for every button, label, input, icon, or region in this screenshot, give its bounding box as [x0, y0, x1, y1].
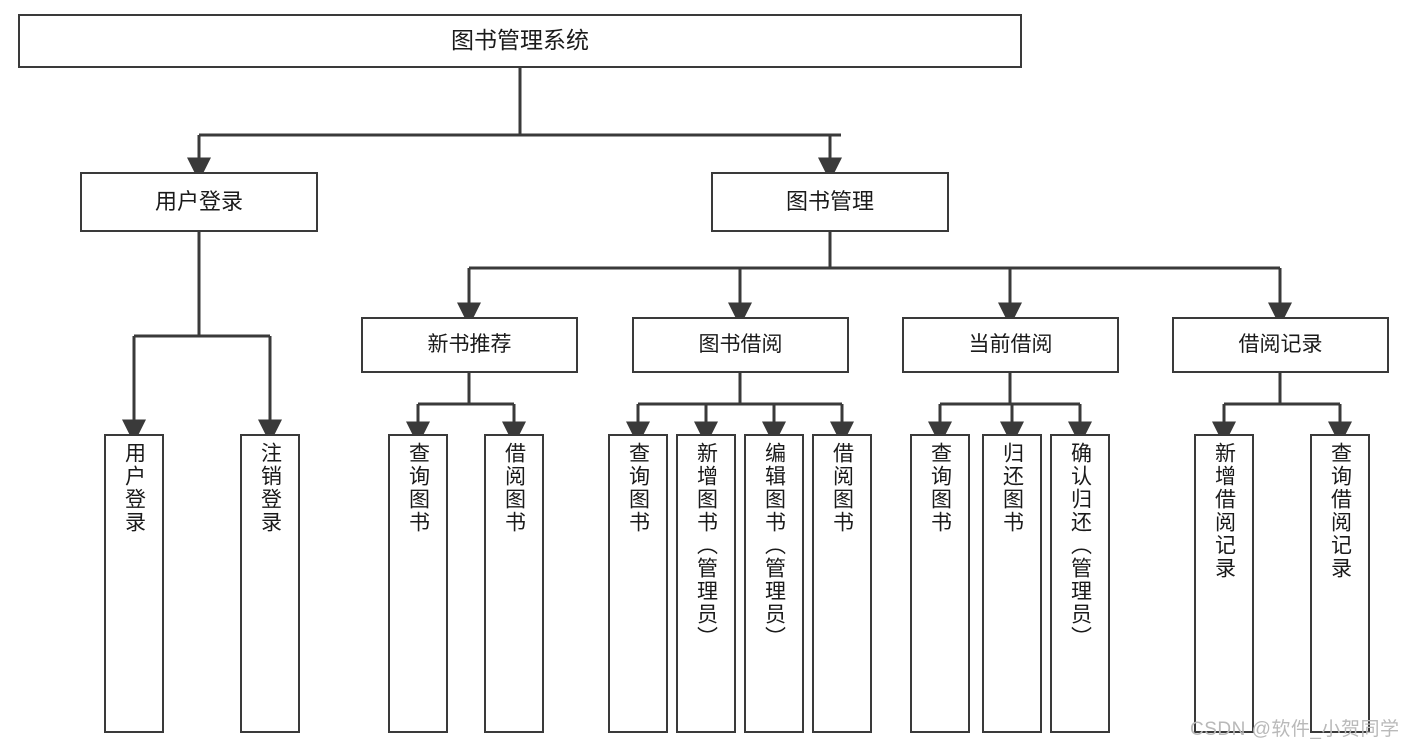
- node-leaf-user-login-label: 用户登录: [122, 442, 146, 534]
- node-user-login-label: 用户登录: [154, 189, 243, 215]
- node-leaf-query-book-1[interactable]: 查询图书: [388, 434, 448, 733]
- node-leaf-query-book-3[interactable]: 查询图书: [910, 434, 970, 733]
- node-leaf-add-borrow-record-label: 新增借阅记录: [1212, 442, 1236, 580]
- node-leaf-query-book-2-label: 查询图书: [626, 442, 650, 534]
- node-root[interactable]: 图书管理系统: [18, 14, 1022, 68]
- node-new-book-recommend-label: 新书推荐: [427, 332, 512, 356]
- node-leaf-logout-login[interactable]: 注销登录: [240, 434, 300, 733]
- node-leaf-borrow-book-1[interactable]: 借阅图书: [484, 434, 544, 733]
- node-leaf-borrow-book-1-label: 借阅图书: [502, 442, 526, 534]
- node-leaf-add-book-admin-label: 新增图书（管理员）: [694, 442, 718, 649]
- node-leaf-return-book[interactable]: 归还图书: [982, 434, 1042, 733]
- node-book-borrow[interactable]: 图书借阅: [632, 317, 849, 373]
- node-leaf-query-book-3-label: 查询图书: [928, 442, 952, 534]
- node-borrow-record-label: 借阅记录: [1238, 332, 1323, 356]
- node-leaf-add-book-admin[interactable]: 新增图书（管理员）: [676, 434, 736, 733]
- node-leaf-edit-book-admin-label: 编辑图书（管理员）: [762, 442, 786, 649]
- node-current-borrow-label: 当前借阅: [968, 332, 1053, 356]
- node-current-borrow[interactable]: 当前借阅: [902, 317, 1119, 373]
- node-leaf-query-borrow-record-label: 查询借阅记录: [1328, 442, 1352, 580]
- node-leaf-add-borrow-record[interactable]: 新增借阅记录: [1194, 434, 1254, 733]
- node-book-manage[interactable]: 图书管理: [711, 172, 949, 232]
- node-root-label: 图书管理系统: [451, 27, 589, 54]
- node-leaf-confirm-return-admin[interactable]: 确认归还（管理员）: [1050, 434, 1110, 733]
- node-book-borrow-label: 图书借阅: [698, 332, 783, 356]
- node-leaf-logout-login-label: 注销登录: [258, 442, 282, 534]
- csdn-watermark: CSDN @软件_小贺同学: [1190, 719, 1400, 740]
- node-leaf-confirm-return-admin-label: 确认归还（管理员）: [1068, 442, 1092, 649]
- node-borrow-record[interactable]: 借阅记录: [1172, 317, 1389, 373]
- node-leaf-borrow-book-2[interactable]: 借阅图书: [812, 434, 872, 733]
- node-book-manage-label: 图书管理: [785, 189, 874, 215]
- node-leaf-query-borrow-record[interactable]: 查询借阅记录: [1310, 434, 1370, 733]
- node-leaf-user-login[interactable]: 用户登录: [104, 434, 164, 733]
- node-leaf-return-book-label: 归还图书: [1000, 442, 1024, 534]
- node-leaf-query-book-1-label: 查询图书: [406, 442, 430, 534]
- node-leaf-borrow-book-2-label: 借阅图书: [830, 442, 854, 534]
- node-leaf-edit-book-admin[interactable]: 编辑图书（管理员）: [744, 434, 804, 733]
- node-leaf-query-book-2[interactable]: 查询图书: [608, 434, 668, 733]
- node-new-book-recommend[interactable]: 新书推荐: [361, 317, 578, 373]
- node-user-login[interactable]: 用户登录: [80, 172, 318, 232]
